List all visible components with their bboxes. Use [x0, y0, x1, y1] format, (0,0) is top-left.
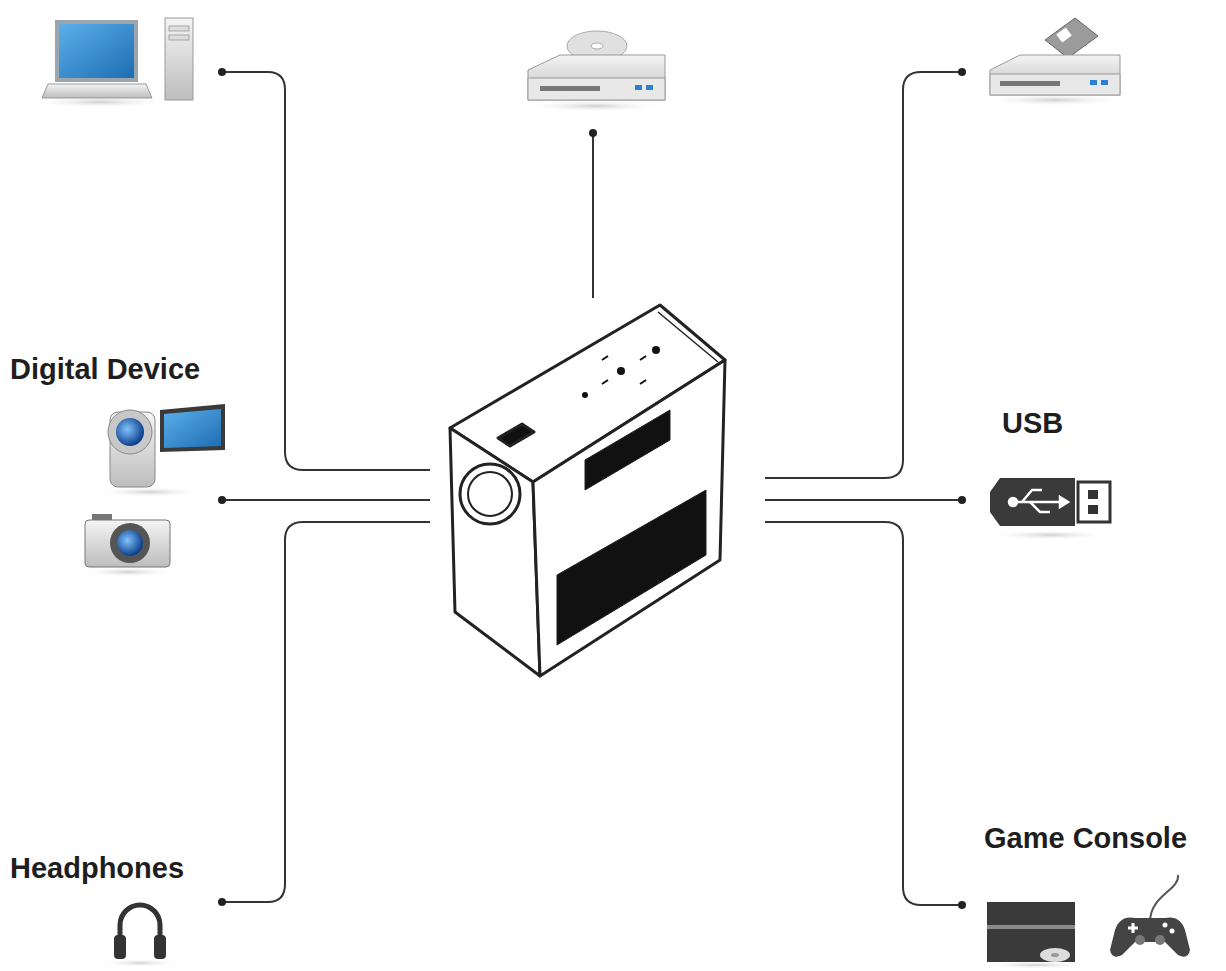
- wire-dots: [218, 68, 966, 909]
- device-label: Game Console: [984, 823, 1187, 855]
- computer-icons: [30, 18, 193, 108]
- device-label: Digital Device: [10, 354, 200, 386]
- device-label: USB: [1002, 408, 1063, 440]
- wires: [222, 72, 962, 905]
- camcorder-icon: [95, 404, 225, 497]
- projector: [450, 305, 725, 676]
- device-label: Headphones: [10, 853, 184, 885]
- usb-stick-icon: [990, 478, 1110, 540]
- camera-icon: [83, 514, 173, 577]
- headphones-icon: [100, 905, 180, 967]
- projector-buttons: [582, 346, 660, 398]
- dvd-player-icon: [525, 31, 665, 112]
- game-console-icon: [980, 902, 1090, 969]
- gamepad-icon: [1110, 875, 1190, 957]
- recorder-icon: [985, 18, 1125, 106]
